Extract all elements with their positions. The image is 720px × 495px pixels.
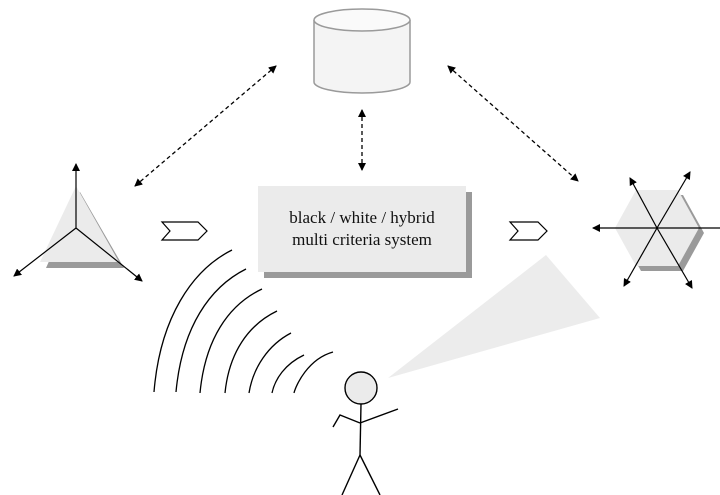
link-database-input [134, 65, 277, 187]
hexagon-model-icon [592, 171, 720, 289]
view-beam [388, 255, 600, 378]
center-system-label: black / white / hybrid multi criteria sy… [258, 186, 466, 272]
center-system-box [258, 186, 472, 278]
center-system-label-line1: black / white / hybrid [289, 208, 435, 227]
chevron-arrow-icon [160, 221, 208, 241]
database-cylinder-icon [313, 8, 411, 94]
center-system-label-line2: multi criteria system [292, 230, 432, 249]
stick-figure-user-icon [332, 371, 399, 495]
triangle-model-icon [13, 163, 143, 282]
link-database-output [447, 65, 579, 182]
wireless-waves-icon [153, 249, 334, 394]
chevron-arrow-icon [508, 221, 548, 241]
